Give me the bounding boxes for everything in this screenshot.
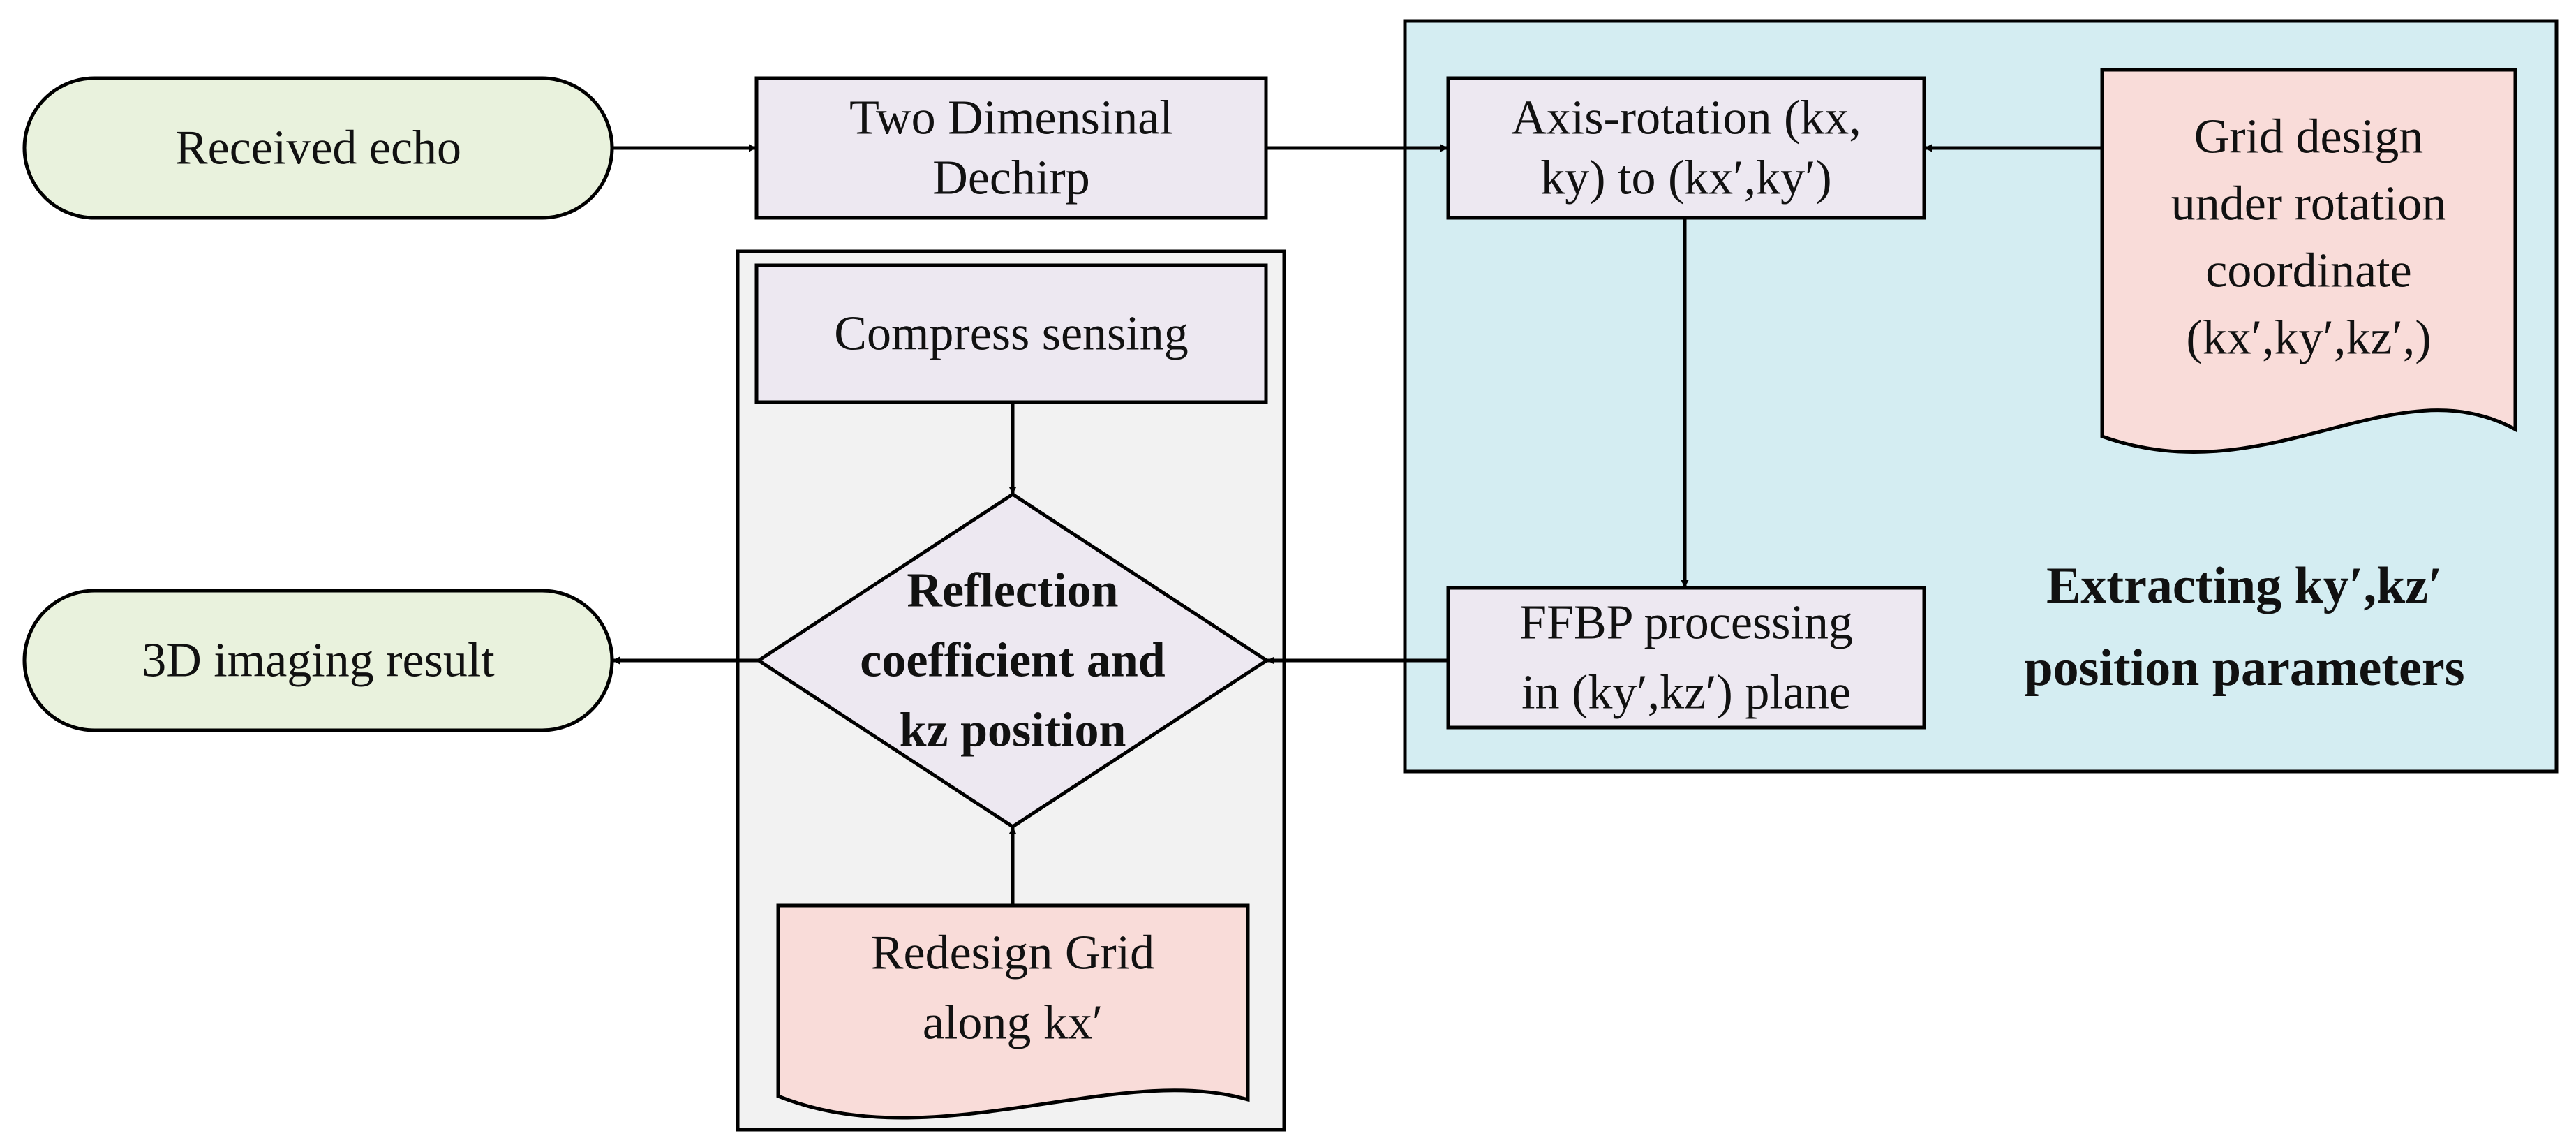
axis-rotation-label: Axis-rotation (kx, ky) to (kx′,ky′)	[1511, 91, 1861, 205]
compress-sensing-label: Compress sensing	[834, 307, 1189, 361]
grid-design-node	[2100, 68, 2517, 454]
label-line: ky) to (kx′,ky′)	[1540, 152, 1832, 205]
label-line: Compress sensing	[834, 307, 1189, 361]
label-line: (kx′,ky′,kz′,)	[2186, 311, 2431, 365]
extract-region-label: Extracting ky′,kz′ position parameters	[2025, 557, 2465, 697]
dechirp-node	[754, 76, 1268, 220]
label-line: kz position	[900, 704, 1126, 758]
label-line: Two Dimensinal	[849, 91, 1173, 145]
label-line: Grid design	[2194, 110, 2424, 164]
redesign-grid-label: Redesign Grid along kx′	[871, 926, 1154, 1050]
redesign-grid-node	[776, 903, 1250, 1120]
label-line: along kx′	[923, 996, 1103, 1050]
imaging-result-label: 3D imaging result	[142, 634, 495, 688]
compress-sensing-node	[754, 263, 1268, 404]
label-line: Received echo	[175, 121, 461, 175]
label-line: in (ky′,kz′) plane	[1521, 666, 1851, 720]
label-line: Reflection	[907, 564, 1118, 618]
grid-design-label: Grid design under rotation coordinate (kx′,…	[2171, 110, 2447, 365]
ffbp-label: FFBP processing in (ky′,kz′) plane	[1519, 596, 1853, 720]
ffbp-node	[1446, 586, 1926, 730]
label-line: Redesign Grid	[871, 926, 1154, 980]
label-line: Extracting ky′,kz′	[2046, 557, 2443, 614]
label-line: Dechirp	[932, 152, 1089, 205]
label-line: FFBP processing	[1519, 596, 1853, 650]
label-line: under rotation	[2171, 177, 2447, 231]
label-line: position parameters	[2025, 640, 2465, 697]
label-line: coefficient and	[860, 634, 1165, 688]
reflection-label: Reflection coefficient and kz position	[860, 564, 1165, 758]
label-line: coordinate	[2205, 244, 2411, 298]
label-line: 3D imaging result	[142, 634, 495, 688]
received-echo-label: Received echo	[175, 121, 461, 175]
label-line: Axis-rotation (kx,	[1511, 91, 1861, 145]
